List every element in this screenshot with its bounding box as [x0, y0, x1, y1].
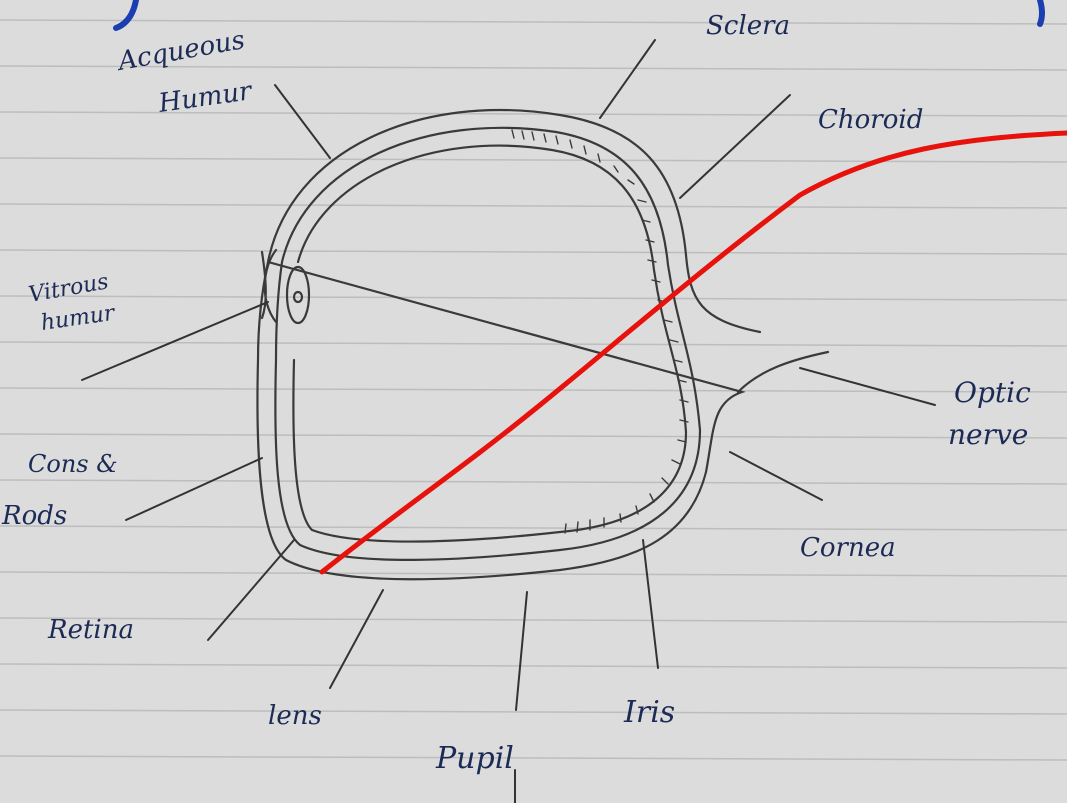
- label-vitreous-humour-2: humur: [39, 301, 117, 336]
- lens-shape: [287, 267, 309, 323]
- pointer-cones-rods: [126, 458, 262, 520]
- label-cones-rods-1: Cons &: [28, 450, 118, 478]
- label-choroid: Choroid: [818, 105, 923, 135]
- pointer-sclera: [600, 40, 655, 118]
- red-annotation-stroke: [322, 133, 1067, 572]
- label-optic-nerve-1: Optic: [954, 376, 1031, 409]
- label-optic-nerve-2: nerve: [948, 418, 1028, 451]
- label-pupil: Pupil: [435, 741, 514, 776]
- ink-fragment-left: [116, 0, 136, 28]
- pointer-lines: [82, 40, 935, 803]
- cornea-bulge: [262, 250, 276, 322]
- pointer-cornea: [730, 452, 822, 500]
- ink-fragment-right: [1040, 0, 1042, 24]
- label-cones-rods-2: Rods: [1, 501, 67, 531]
- pointer-lens: [330, 590, 383, 688]
- label-aqueous-humour-1: Acqueous: [114, 25, 247, 77]
- pointer-iris: [643, 540, 658, 668]
- label-retina: Retina: [47, 615, 134, 645]
- pointer-choroid: [680, 95, 790, 198]
- pointer-pupil: [516, 592, 527, 710]
- pointer-optic-nerve: [800, 368, 935, 405]
- label-cornea: Cornea: [800, 533, 896, 563]
- label-iris: Iris: [623, 695, 675, 730]
- label-sclera: Sclera: [706, 11, 790, 41]
- pointer-aqueous-humour: [275, 85, 330, 158]
- pointer-retina: [208, 540, 294, 640]
- hatching: [512, 130, 688, 533]
- label-lens: lens: [268, 701, 322, 731]
- labels: Acqueous Humur Sclera Choroid Vitrous hu…: [1, 11, 1031, 776]
